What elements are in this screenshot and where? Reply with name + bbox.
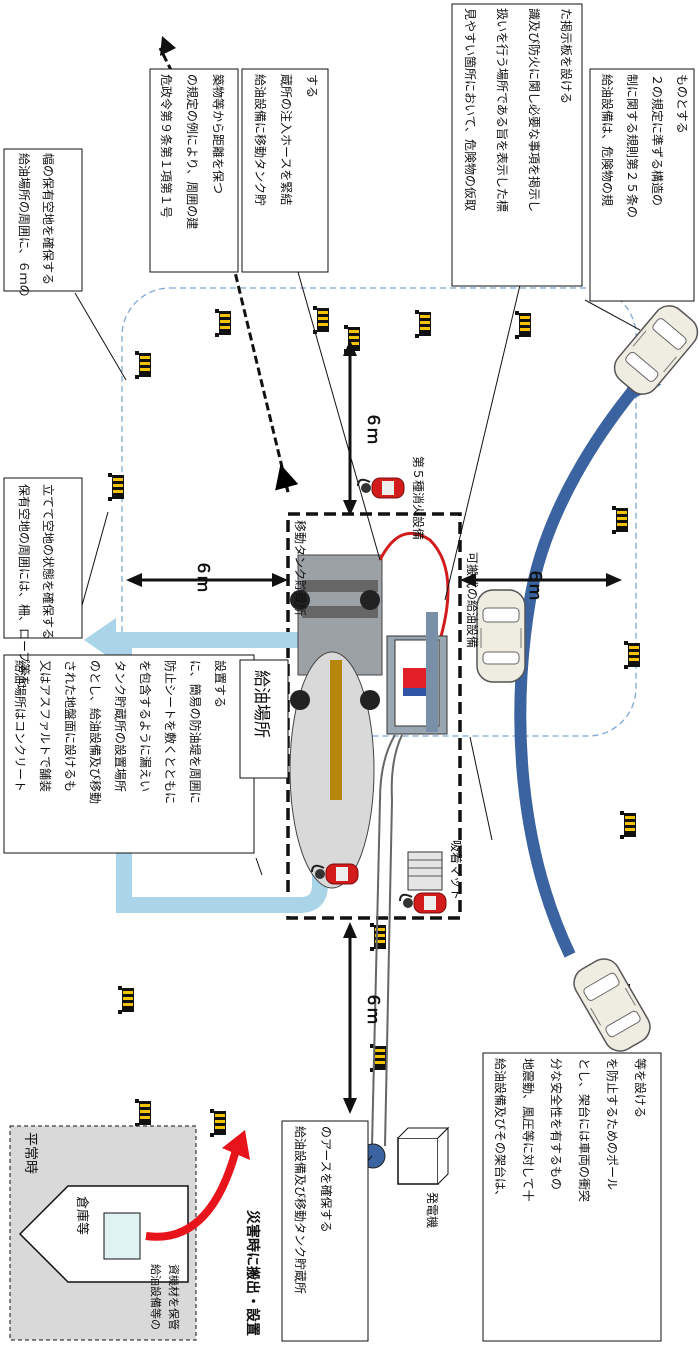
generator-label: 発電機 — [425, 1192, 440, 1228]
note-line: 地震動、風圧等に対して十 — [521, 1058, 535, 1202]
note-line: 扱いを行う場所である旨を表示した標 — [495, 8, 509, 212]
note-line: タンク貯蔵所の設置場所 — [113, 660, 128, 792]
note-line: 給油設備及び移動タンク貯蔵所 — [293, 1126, 308, 1294]
note-line: に、簡易の防油堤を周囲に — [188, 660, 203, 804]
distance-label-top: ６ｍ — [364, 412, 383, 444]
note-line: 立てて空地の状態を確保する — [41, 484, 56, 640]
rope-barrier — [415, 310, 431, 338]
rope-barrier — [210, 1109, 226, 1137]
rope-barrier — [620, 811, 636, 839]
rope-barrier — [313, 306, 329, 334]
note-line: ２の規定に準ずる構造の — [650, 74, 665, 206]
note-line: 識及び防火に関し必要な事項を掲示し — [527, 8, 542, 212]
rope-barrier — [612, 506, 628, 534]
rope-barrier — [108, 473, 124, 501]
normal-time-title: 平常時 — [22, 1132, 38, 1174]
rope-barrier — [515, 311, 531, 339]
note-line: のアースを確保する — [319, 1126, 334, 1233]
distance-label-right: ６ｍ — [526, 568, 545, 600]
note-line: する — [305, 74, 319, 98]
fire-extinguisher-icon — [358, 478, 404, 498]
rope-barrier — [118, 986, 134, 1014]
extinguisher-label: 第５種消火設備 — [411, 456, 426, 540]
rope-barrier — [215, 309, 231, 337]
car-icon — [568, 953, 656, 1057]
fuel-pump-icon — [387, 612, 447, 734]
distance-label-left: ６ｍ — [194, 560, 213, 592]
note-line: 又はアスファルトで舗装 — [38, 660, 52, 792]
rope-barrier — [624, 641, 640, 669]
car-icon — [608, 299, 699, 400]
note-line: 築物等から距離を保つ — [211, 74, 226, 194]
note-line: 給油設備及びその架台は、 — [493, 1058, 508, 1202]
note-line: 幅の保有空地を確保する — [41, 153, 56, 285]
ground-cable — [385, 735, 402, 1146]
note-line: 蔵所の注入ホースを緊結 — [279, 74, 294, 205]
rope-barrier — [370, 1044, 386, 1072]
note-line: された地盤面に設けるも — [63, 660, 78, 792]
fuel-site-label: 給油場所 — [251, 670, 271, 738]
note-line: のとし、給油設備及び移動 — [88, 660, 103, 804]
fire-extinguisher-icon — [400, 893, 446, 913]
note-line: 給油場所はコンクリート — [13, 660, 27, 792]
note-line: の規定の例により、周囲の建 — [185, 74, 200, 229]
note-line: を包含するように漏えい — [138, 660, 153, 792]
storage-box-icon — [104, 1213, 140, 1259]
note-line: 危政令第９条第１項第１号 — [159, 74, 174, 218]
note-line: を防止するためのポール — [605, 1058, 620, 1190]
rope-barrier — [135, 1099, 151, 1127]
normal-time-caption: 資機材を保管 — [167, 1264, 181, 1330]
note-line: 保有空地の周囲には、柵、ロープ等を — [17, 484, 31, 687]
warehouse-label: 倉庫等 — [74, 1196, 90, 1235]
normal-time-caption: 給油設備等の — [149, 1264, 163, 1330]
rope-barrier — [135, 351, 151, 379]
note-line: 給油場所の周囲に、６ｍの — [17, 153, 31, 297]
note-line: 給油設備に移動タンク貯 — [253, 74, 268, 206]
note-line: 見やすい箇所において、危険物の仮取 — [463, 8, 477, 211]
note-line: ものとする — [675, 74, 689, 134]
note-line: とし、架台には車両の衝突 — [577, 1058, 592, 1202]
portable-pump-label: 可搬式の給油設備 — [465, 552, 480, 648]
generator-icon — [398, 1128, 448, 1184]
note-line: 分な安全性を有するもの — [549, 1058, 564, 1190]
note-line: 給油設備は、危険物の規 — [600, 74, 615, 206]
note-line: 等を設ける — [633, 1058, 648, 1118]
car-route-path — [520, 382, 640, 955]
note-line: 防止シートを敷くとともに — [163, 660, 178, 804]
arrowhead-icon — [160, 36, 176, 56]
absorbent-mat-icon — [408, 852, 442, 890]
distance-label-bottom: ６ｍ — [364, 992, 383, 1024]
car-icon — [477, 590, 525, 682]
note-line: 設置する — [213, 660, 228, 708]
note-line: 制に関する規則第２５条の — [625, 74, 640, 218]
distance-leader — [235, 272, 288, 492]
note-line: た掲示板を設ける — [559, 8, 574, 104]
absorbent-mat-label: 吸着マット — [449, 840, 464, 900]
disaster-label: 災害時に搬出・設置 — [244, 1210, 261, 1336]
mobile-tank-label: 移動タンク貯蔵所 — [293, 520, 307, 616]
